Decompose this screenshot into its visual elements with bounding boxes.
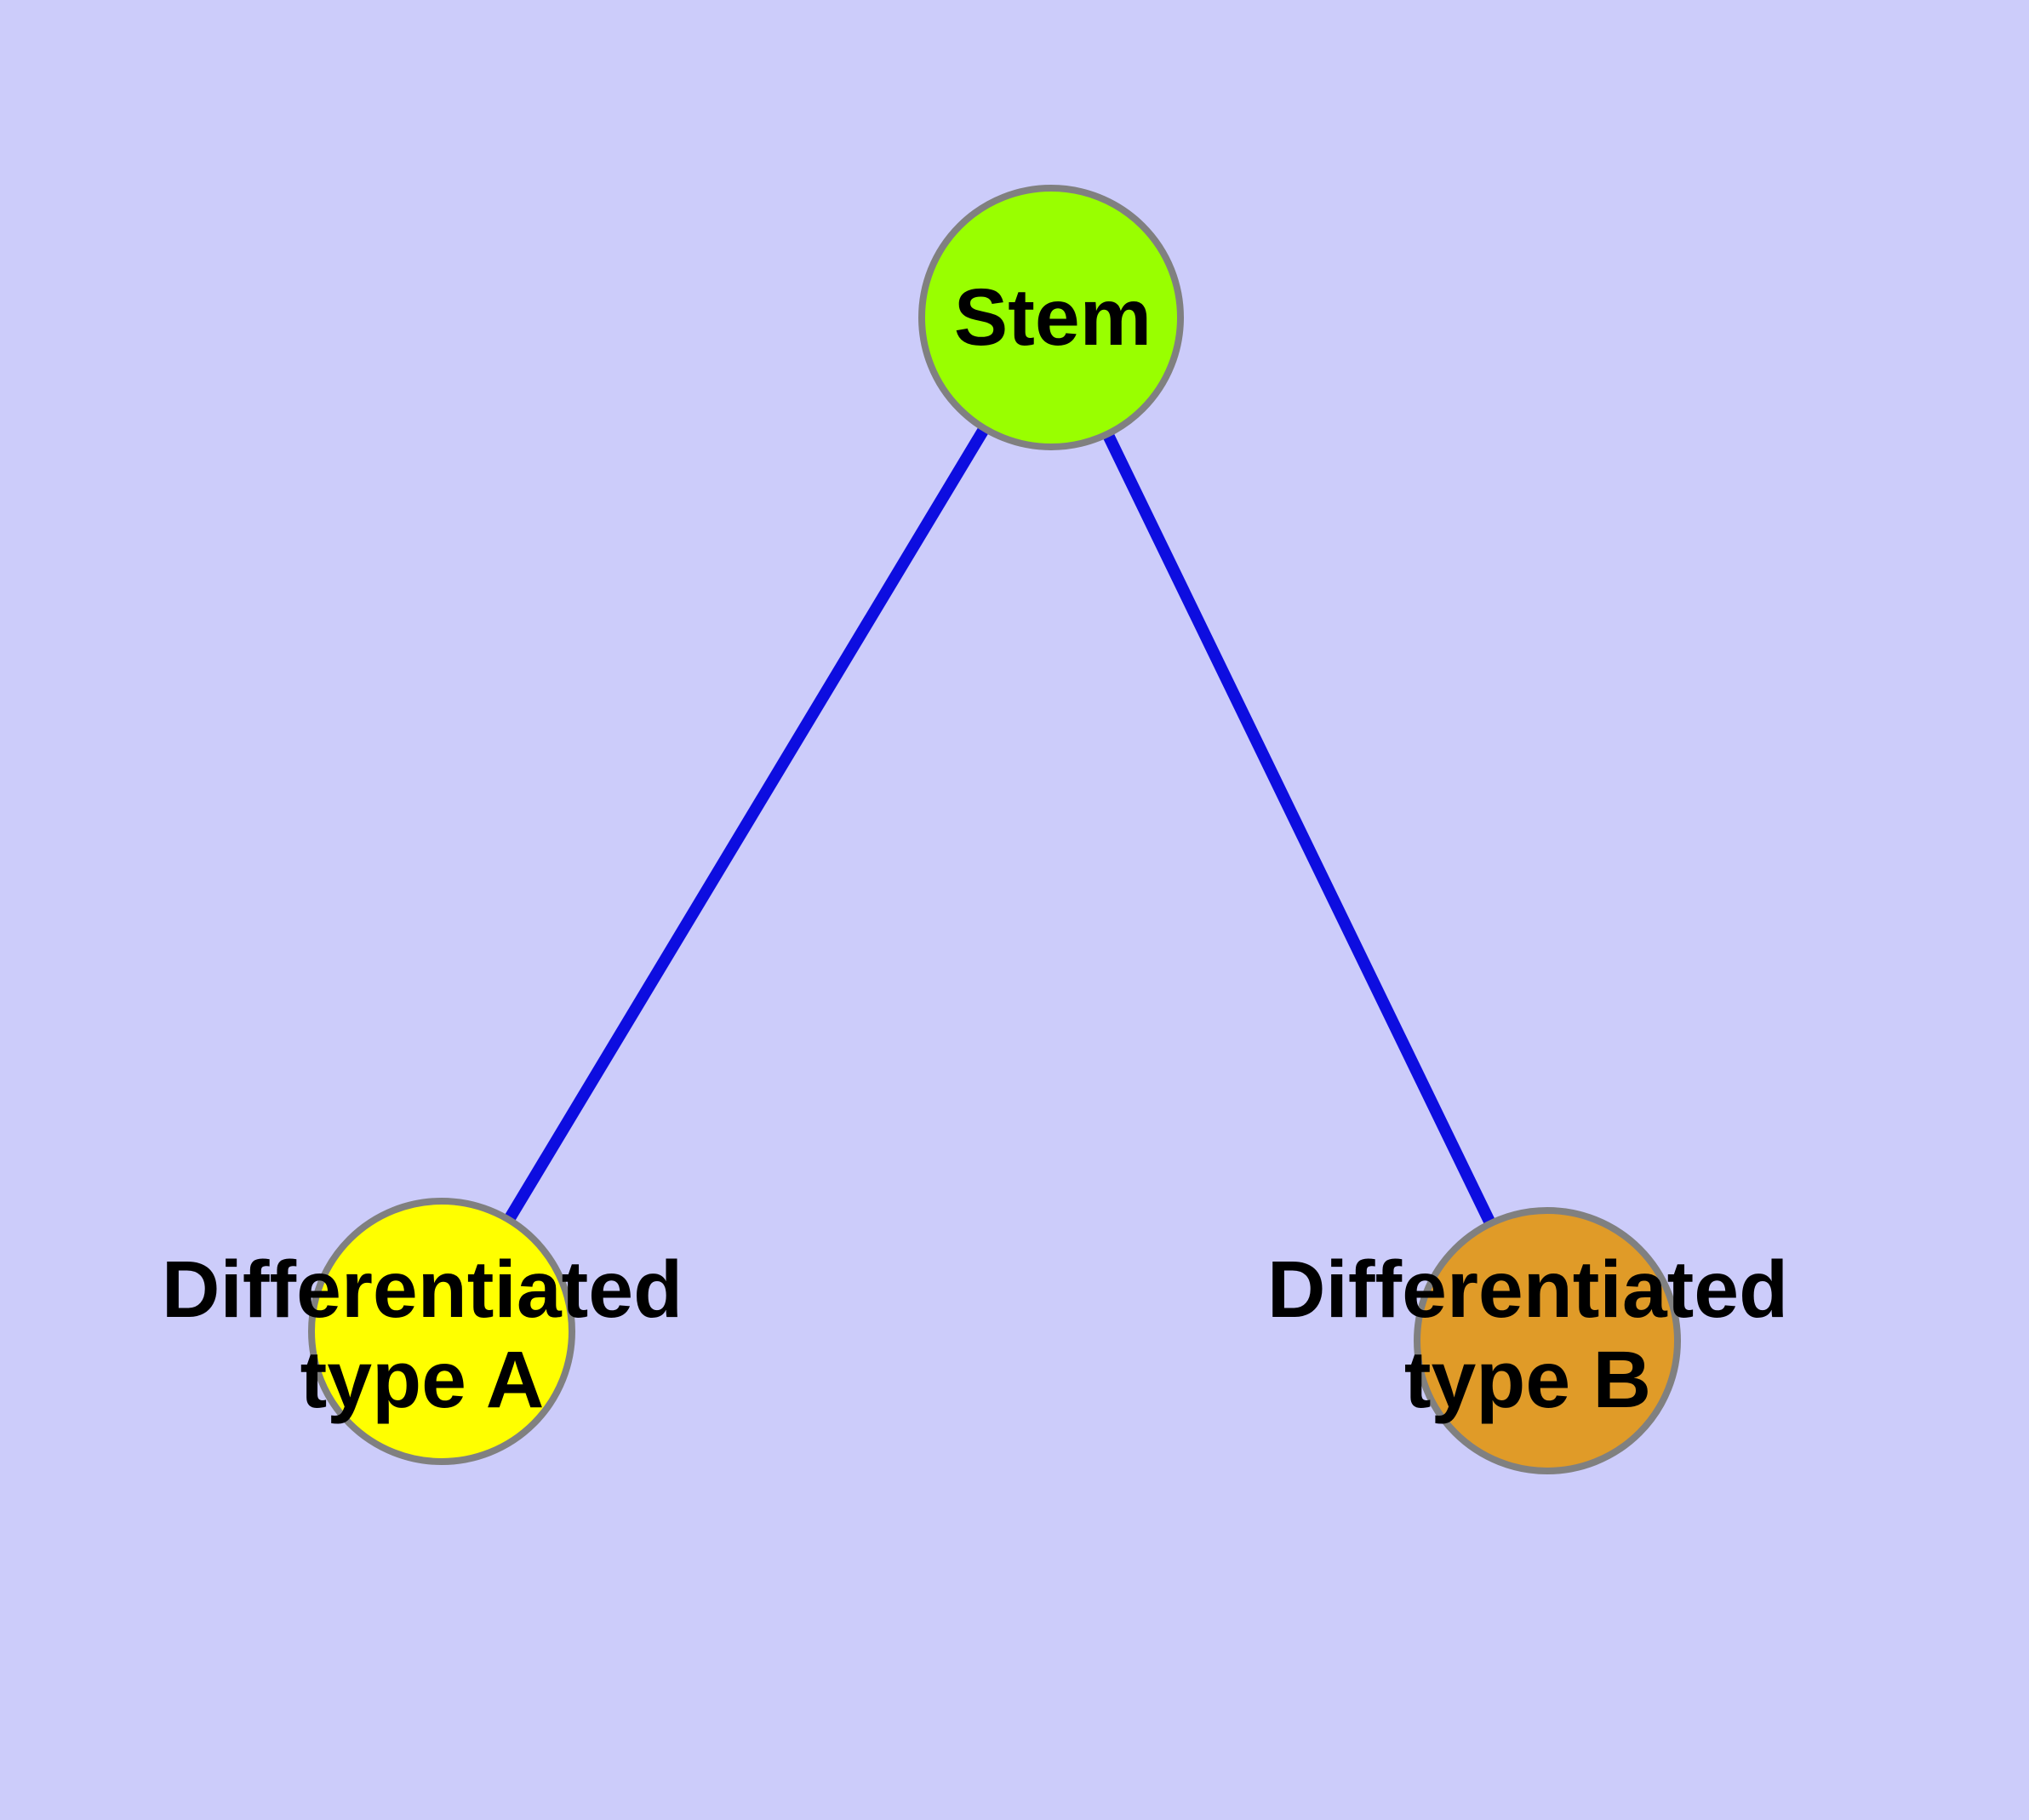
edge-layer: [437, 314, 1553, 1344]
node-label-differentiated-type-b-line2: type B: [1404, 1335, 1651, 1425]
node-label-stem: Stem: [954, 272, 1152, 363]
node-differentiated-type-a[interactable]: [308, 1198, 575, 1465]
node-label-differentiated-type-a-line2: type A: [300, 1335, 545, 1425]
node-layer: [308, 185, 1681, 1474]
node-label-differentiated-type-b-line1: Differentiated: [1267, 1245, 1788, 1335]
node-differentiated-type-b[interactable]: [1414, 1207, 1681, 1474]
node-stem[interactable]: [918, 185, 1184, 450]
edge-stem-to-differentiated-type-a[interactable]: [437, 314, 1056, 1335]
label-layer: Stem Differentiated type A Differentiate…: [162, 272, 1788, 1425]
node-label-differentiated-type-a-line1: Differentiated: [162, 1245, 683, 1335]
edge-stem-to-differentiated-type-b[interactable]: [1045, 314, 1553, 1344]
